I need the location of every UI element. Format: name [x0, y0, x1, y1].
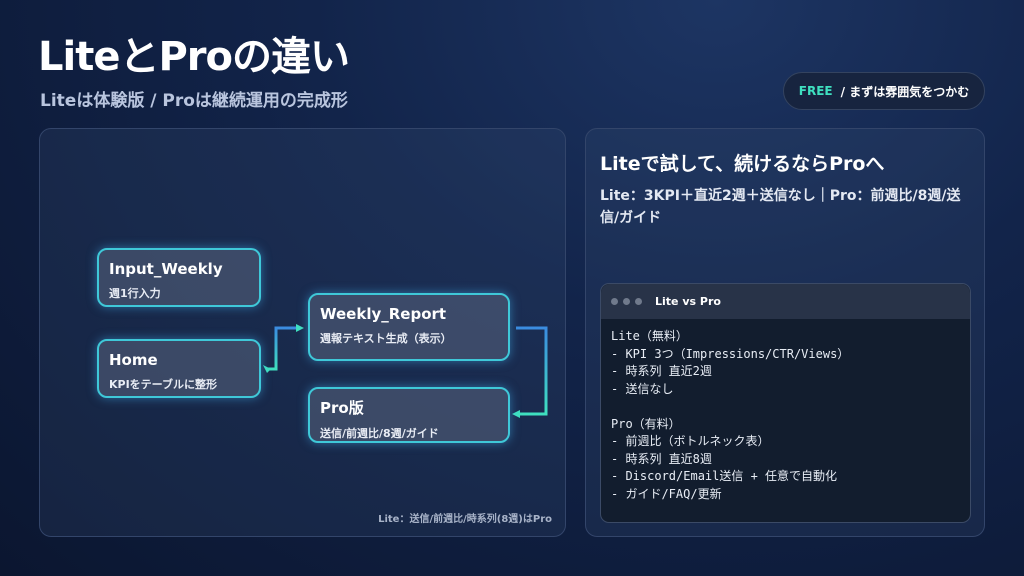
code-line: Lite（無料）: [611, 329, 688, 343]
arrow-head: [296, 324, 304, 332]
code-line: [611, 398, 960, 416]
node-title: Input_Weekly: [109, 260, 223, 278]
node-sub: 送信/前週比/8週/ガイド: [320, 427, 439, 440]
comparison-heading: Liteで試して、続けるならProへ: [600, 153, 885, 175]
node-weekly-report: Weekly_Report 週報テキスト生成（表示）: [308, 293, 510, 361]
code-content: Lite（無料） - KPI 3つ（Impressions/CTR/Views）…: [601, 319, 970, 512]
node-sub: 週1行入力: [109, 287, 161, 300]
node-home: Home KPIをテーブルに整形: [97, 339, 261, 398]
comparison-summary: Lite：3KPI＋直近2週＋送信なし｜Pro：前週比/8週/送信/ガイド: [600, 188, 961, 226]
badge-text: / まずは雰囲気をつかむ: [840, 84, 970, 99]
window-titlebar: Lite vs Pro: [601, 284, 970, 319]
free-label: FREE: [798, 84, 833, 98]
code-line: - KPI 3つ（Impressions/CTR/Views）: [611, 346, 850, 361]
window-dot-icon: [611, 298, 618, 305]
code-line: - 時系列 直近8週: [611, 451, 712, 466]
code-line: - 前週比（ボトルネック表）: [611, 434, 770, 448]
arrow-head: [263, 365, 271, 373]
connector-report-to-pro: [516, 326, 548, 416]
flow-panel: Input_Weekly 週1行入力 Home KPIをテーブルに整形 Week…: [39, 128, 566, 537]
node-sub: KPIをテーブルに整形: [109, 378, 218, 391]
node-pro: Pro版 送信/前週比/8週/ガイド: [308, 387, 510, 443]
code-line: Pro（有料）: [611, 416, 681, 431]
code-line: - 時系列 直近2週: [611, 364, 712, 378]
node-title: Pro版: [320, 399, 364, 417]
node-title: Weekly_Report: [320, 305, 447, 323]
node-input-weekly: Input_Weekly 週1行入力: [97, 248, 261, 307]
page-subtitle: Liteは体験版 / Proは継続運用の完成形: [40, 91, 348, 111]
code-line: - Discord/Email送信 + 任意で自動化: [611, 469, 838, 483]
connector-home-to-report: [267, 326, 298, 371]
window-dot-icon: [623, 298, 630, 305]
arrow-head: [512, 410, 520, 418]
code-line: - 送信なし: [611, 381, 674, 396]
window-title: Lite vs Pro: [655, 295, 721, 308]
flow-connectors: [263, 324, 548, 418]
node-title: Home: [109, 351, 158, 369]
page-title: LiteとProの違い: [38, 34, 350, 80]
node-sub: 週報テキスト生成（表示）: [320, 332, 452, 345]
comparison-panel: Liteで試して、続けるならProへ Lite：3KPI＋直近2週＋送信なし｜P…: [585, 128, 985, 537]
code-line: - ガイド/FAQ/更新: [611, 486, 722, 501]
footnote: Lite：送信/前週比/時系列(8週)はPro: [378, 514, 552, 525]
window-dot-icon: [635, 298, 642, 305]
code-window: Lite vs Pro Lite（無料） - KPI 3つ（Impression…: [600, 283, 971, 523]
free-badge: FREE / まずは雰囲気をつかむ: [783, 72, 985, 110]
